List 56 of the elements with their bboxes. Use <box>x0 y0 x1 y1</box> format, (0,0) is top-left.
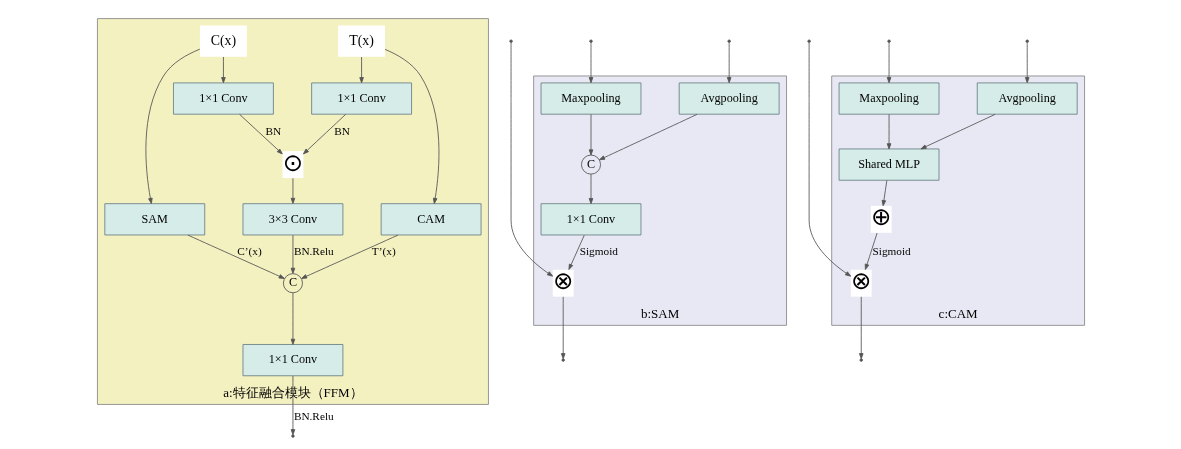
edge-label: Sigmoid <box>872 245 911 258</box>
arrow <box>858 296 863 360</box>
node-box: Maxpooling <box>838 82 939 115</box>
arrow <box>864 232 878 270</box>
arrow <box>560 296 565 360</box>
edge-label: BN.Relu <box>293 245 334 258</box>
node-box: Avgpooling <box>976 82 1078 115</box>
node-box: ⊗ <box>552 269 574 297</box>
arrow <box>588 113 593 156</box>
arrow <box>290 292 295 345</box>
edge-label: BN.Relu <box>293 410 334 423</box>
arrow <box>186 234 285 279</box>
node-circle: C <box>580 154 601 175</box>
node-box: ⊗ <box>850 269 872 297</box>
arrow <box>886 113 891 150</box>
node-box: ⊕ <box>870 205 892 233</box>
arrow <box>588 173 593 205</box>
arrow <box>302 113 346 155</box>
arrow <box>300 234 398 279</box>
arrow <box>881 180 887 207</box>
arrow <box>588 42 593 84</box>
arrow <box>1024 42 1029 84</box>
node-box: CAM <box>380 203 481 236</box>
arrow <box>238 113 283 155</box>
node-box: T(x) <box>337 25 385 57</box>
node-box: Maxpooling <box>540 82 641 115</box>
node-box: C(x) <box>199 25 247 57</box>
arrow <box>510 42 553 277</box>
node-box: 3×3 Conv <box>242 203 343 236</box>
arrow <box>290 234 295 274</box>
edge-label: BN <box>265 124 281 137</box>
edge-label: T’(x) <box>371 245 396 258</box>
node-box: Shared MLP <box>838 148 939 181</box>
node-box: Avgpooling <box>678 82 780 115</box>
arrow <box>808 42 851 277</box>
node-box: 1×1 Conv <box>310 82 412 115</box>
arrow <box>568 234 585 270</box>
arrow <box>726 42 731 84</box>
node-box: 1×1 Conv <box>540 203 641 236</box>
node-box: 1×1 Conv <box>172 82 274 115</box>
arrow <box>358 56 364 84</box>
arrow <box>598 113 698 161</box>
arrow <box>144 48 200 204</box>
arrow <box>220 56 226 84</box>
edge-label: Sigmoid <box>579 245 618 258</box>
node-box: SAM <box>103 203 205 236</box>
node-box: ⊙ <box>282 151 303 179</box>
arrow <box>384 48 439 204</box>
arrow <box>290 177 295 204</box>
arrow <box>920 113 996 150</box>
edge-label: BN <box>333 124 350 137</box>
node-circle: C <box>282 273 303 294</box>
arrow <box>290 375 295 436</box>
edge-label: C’(x) <box>236 245 262 258</box>
node-box: 1×1 Conv <box>242 344 343 377</box>
arrow <box>886 42 891 84</box>
